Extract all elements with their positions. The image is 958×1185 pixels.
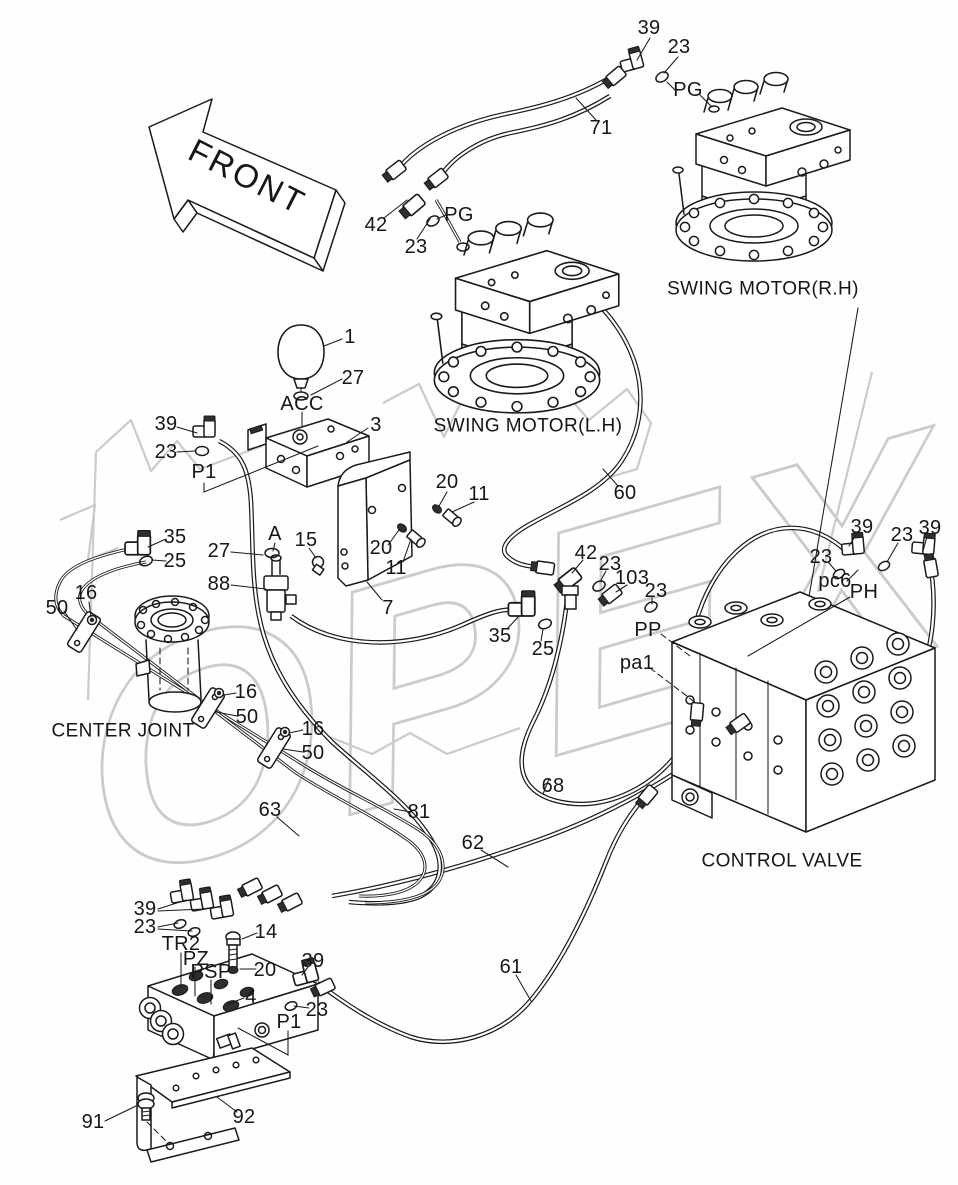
callout-103: 103 — [614, 567, 650, 589]
callout-39-b: 39 — [154, 413, 178, 435]
callout-1: 1 — [344, 326, 356, 348]
control-valve-drawing — [671, 591, 936, 833]
callout-39-e: 39 — [133, 898, 157, 920]
callout-92: 92 — [232, 1106, 256, 1128]
callout-23-c: 23 — [154, 441, 178, 463]
callout-20-b: 20 — [369, 537, 393, 559]
callout-42-b: 42 — [574, 542, 598, 564]
callout-81: 81 — [407, 801, 431, 823]
front-arrow: FRONT — [148, 98, 346, 272]
callout-39-a: 39 — [637, 17, 661, 39]
port-label-pg-lh: PG — [444, 204, 474, 226]
callout-39-c: 39 — [850, 516, 874, 538]
callout-23-h: 23 — [133, 916, 157, 938]
callout-35-a: 35 — [163, 526, 187, 548]
title-swing-motor-rh: SWING MOTOR(R.H) — [667, 278, 859, 300]
callout-61: 61 — [499, 956, 523, 978]
callout-27-a: 27 — [341, 367, 365, 389]
port-label-p1-bottom: P1 — [276, 1011, 302, 1033]
pipe-clamps-drawing — [65, 529, 293, 770]
callout-14: 14 — [254, 921, 278, 943]
swing-motor-rh-drawing — [672, 71, 851, 262]
callout-60: 60 — [613, 482, 637, 504]
callout-23-e: 23 — [644, 580, 668, 602]
callout-20-c: 20 — [253, 959, 277, 981]
title-swing-motor-lh: SWING MOTOR(L.H) — [433, 415, 623, 437]
callout-23-f: 23 — [809, 546, 833, 568]
bracket-7-drawing — [337, 451, 413, 587]
callout-71: 71 — [589, 117, 613, 139]
port-label-pp: PP — [634, 619, 662, 641]
callout-25-a: 25 — [163, 550, 187, 572]
swing-motor-lh-drawing — [430, 212, 620, 414]
port-label-a: A — [268, 523, 282, 545]
mount-bolts-drawing — [311, 504, 464, 576]
port-label-pg-rh: PG — [673, 79, 703, 101]
callout-50-b: 50 — [235, 706, 259, 728]
callout-3: 3 — [370, 414, 382, 436]
port-label-tr2: TR2 — [161, 933, 201, 955]
callout-42-a: 42 — [364, 214, 388, 236]
center-joint-drawing — [134, 595, 210, 713]
callout-35-b: 35 — [488, 625, 512, 647]
port-label-pz: PZ — [182, 948, 210, 970]
bracket-92-drawing — [135, 1047, 291, 1163]
fittings-drawing — [192, 45, 940, 811]
manifold-4-drawing — [138, 953, 319, 1093]
port-label-p1-top: P1 — [191, 461, 217, 483]
callout-62: 62 — [461, 832, 485, 854]
hoses-and-pipes — [54, 70, 934, 1042]
callout-27-b: 27 — [207, 540, 231, 562]
port-label-ph: PH — [849, 581, 879, 603]
callout-91: 91 — [81, 1111, 105, 1133]
valve-block-3-drawing — [247, 418, 370, 488]
callout-39-d: 39 — [918, 517, 942, 539]
accumulator-drawing — [277, 324, 325, 435]
callout-23-i: 23 — [305, 999, 329, 1021]
callout-39-f: 39 — [301, 950, 325, 972]
callout-23-b: 23 — [404, 236, 428, 258]
callout-15: 15 — [294, 529, 318, 551]
callout-25-b: 25 — [531, 638, 555, 660]
callout-16-c: 16 — [301, 718, 325, 740]
port-label-pa1: pa1 — [619, 652, 655, 674]
label-acc: ACC — [280, 393, 324, 415]
callout-16-a: 16 — [74, 582, 98, 604]
callout-20-a: 20 — [435, 471, 459, 493]
callout-50-c: 50 — [301, 742, 325, 764]
callout-63: 63 — [258, 799, 282, 821]
port-label-psp: PSP — [190, 961, 232, 983]
title-control-valve: CONTROL VALVE — [701, 850, 863, 872]
callout-88: 88 — [207, 573, 231, 595]
title-center-joint: CENTER JOINT — [51, 720, 195, 742]
port-label-pc6: pc6 — [818, 570, 852, 592]
callout-11-a: 11 — [468, 483, 490, 505]
callout-11-b: 11 — [385, 557, 407, 579]
callout-4: 4 — [245, 986, 257, 1008]
leader-lines — [63, 37, 928, 1122]
callout-16-b: 16 — [234, 681, 258, 703]
callout-68: 68 — [541, 775, 565, 797]
callout-23-d: 23 — [598, 553, 622, 575]
valve-88-drawing — [263, 547, 297, 621]
manifold-fittings-drawing — [167, 876, 337, 1012]
callout-7: 7 — [382, 597, 394, 619]
callout-23-g: 23 — [890, 524, 914, 546]
callout-23-a: 23 — [667, 36, 691, 58]
callout-50-a: 50 — [45, 597, 69, 619]
